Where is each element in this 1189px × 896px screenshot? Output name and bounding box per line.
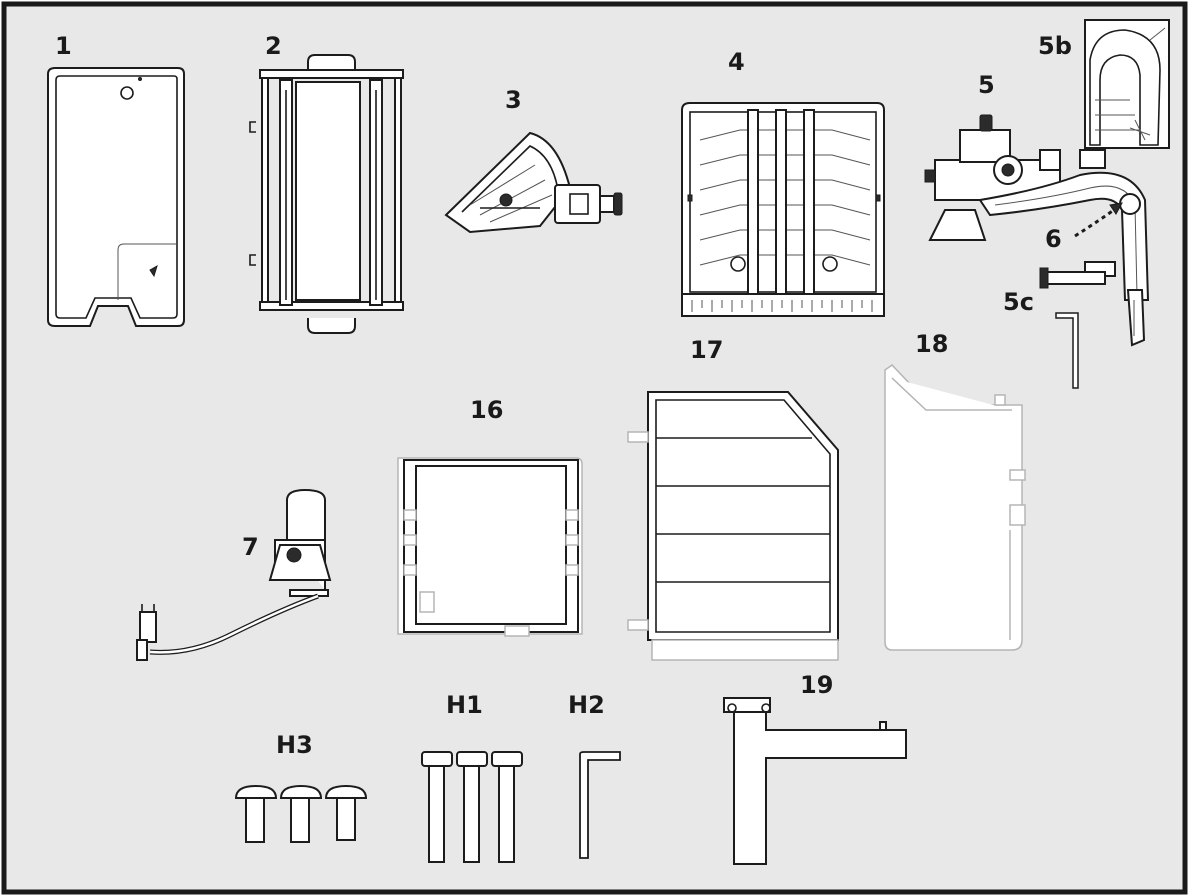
label-part-5c: 5c bbox=[1003, 288, 1034, 316]
h3-screw bbox=[324, 784, 368, 841]
label-part-3: 3 bbox=[505, 86, 522, 114]
part-7-lamp bbox=[136, 488, 332, 661]
label-part-18: 18 bbox=[915, 330, 948, 358]
h3-screw bbox=[234, 784, 278, 843]
part-19-bracket bbox=[723, 697, 907, 865]
part-18-side-guard bbox=[884, 364, 1026, 651]
arrow-6 bbox=[1074, 202, 1123, 238]
h1-bolt bbox=[491, 751, 523, 863]
h3-screw bbox=[279, 784, 323, 843]
part-17-guard bbox=[627, 391, 839, 661]
label-h1: H1 bbox=[446, 691, 483, 719]
inset-5b bbox=[1084, 19, 1170, 149]
label-h3: H3 bbox=[276, 731, 313, 759]
part-1-tray bbox=[47, 67, 185, 327]
part-16-panel bbox=[397, 457, 583, 637]
part-4-grid bbox=[681, 102, 885, 317]
label-part-1: 1 bbox=[55, 32, 72, 60]
hardware-h2-hex-key bbox=[579, 751, 621, 859]
label-part-16: 16 bbox=[470, 396, 503, 424]
h1-bolt bbox=[456, 751, 488, 863]
hardware-h1-bolts bbox=[421, 751, 523, 863]
label-part-7: 7 bbox=[242, 533, 259, 561]
label-part-6: 6 bbox=[1045, 225, 1062, 253]
part-5c-hex-key bbox=[1055, 312, 1079, 389]
part-2-frame bbox=[249, 54, 404, 334]
label-h2: H2 bbox=[568, 691, 605, 719]
label-part-5b: 5b bbox=[1038, 32, 1072, 60]
h1-bolt bbox=[421, 751, 453, 863]
label-part-2: 2 bbox=[265, 32, 282, 60]
part-5-assembly bbox=[924, 114, 1150, 347]
label-part-17: 17 bbox=[690, 336, 723, 364]
label-part-5: 5 bbox=[978, 71, 995, 99]
hardware-h3-screws bbox=[234, 784, 368, 843]
label-part-4: 4 bbox=[728, 48, 745, 76]
part-3-angle-guide bbox=[444, 131, 623, 234]
label-part-19: 19 bbox=[800, 671, 833, 699]
